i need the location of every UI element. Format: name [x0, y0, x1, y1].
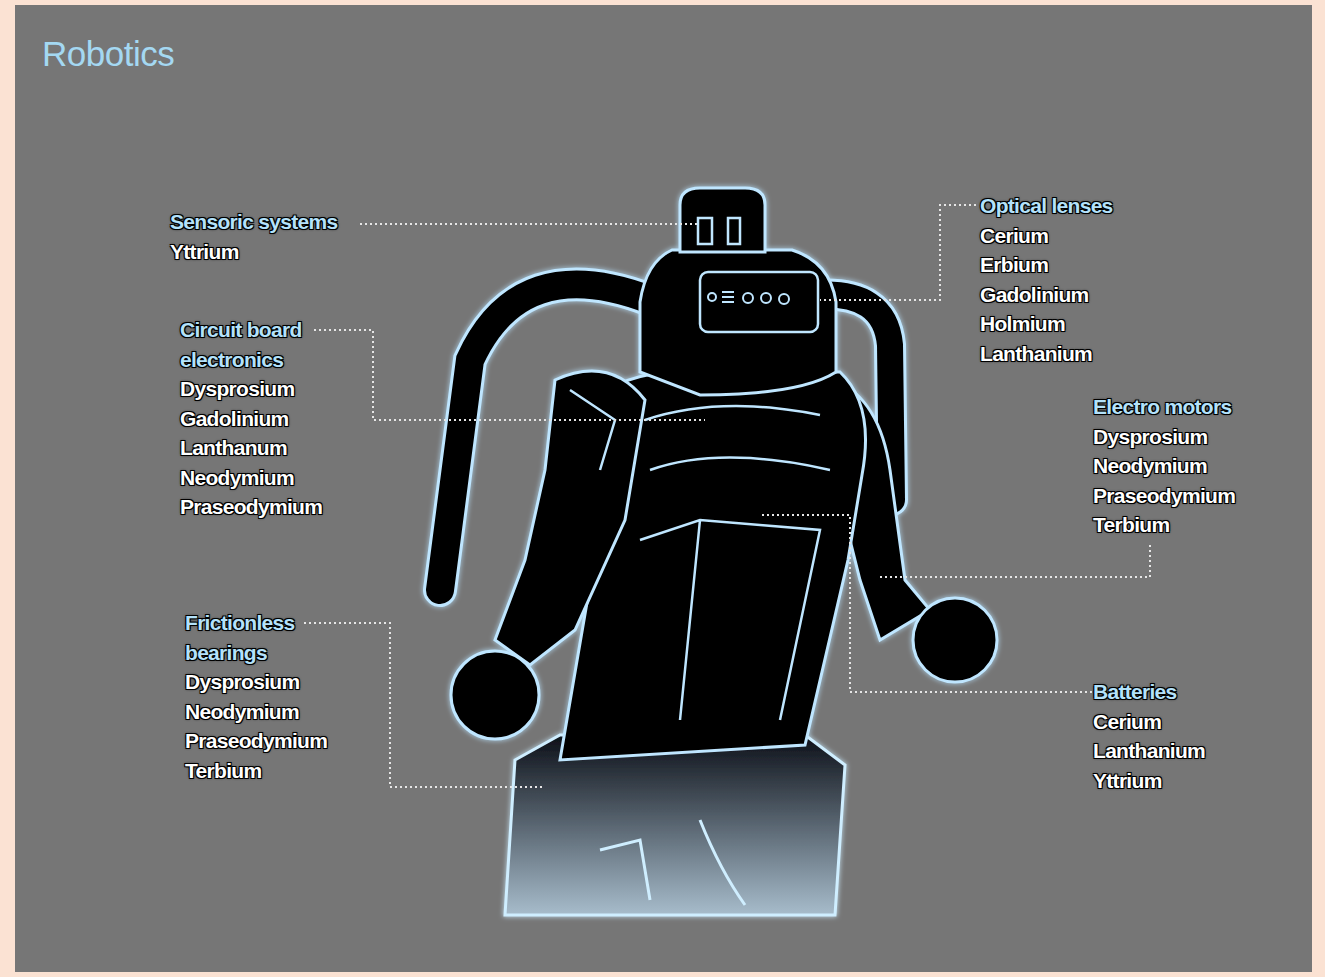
leader-line: [360, 223, 700, 225]
element-name: Gadolinium: [980, 280, 1180, 310]
element-name: Neodymium: [180, 463, 330, 493]
element-name: Dysprosium: [1093, 422, 1293, 452]
head-cap: [680, 188, 765, 252]
element-name: Neodymium: [185, 697, 335, 727]
element-name: Gadolinium: [180, 404, 330, 434]
part-heading: Batteries: [1093, 677, 1293, 707]
left-fist: [451, 651, 539, 739]
element-name: Lanthanum: [180, 433, 330, 463]
torso-detail: [640, 406, 830, 720]
robot-legs: [505, 735, 845, 915]
part-heading: Electro motors: [1093, 392, 1293, 422]
part-heading: Circuit board electronics: [180, 315, 330, 374]
leader-line: [820, 205, 976, 300]
arm-detail: [570, 390, 615, 470]
leader-line: [760, 515, 1092, 692]
cap-windows: [698, 218, 740, 244]
element-name: Neodymium: [1093, 451, 1293, 481]
callout-group: Electro motorsDysprosiumNeodymiumPraseod…: [1093, 392, 1293, 540]
element-name: Cerium: [980, 221, 1180, 251]
element-name: Yttrium: [170, 237, 390, 267]
element-name: Praseodymium: [180, 492, 330, 522]
element-name: Dysprosium: [185, 667, 335, 697]
element-name: Praseodymium: [185, 726, 335, 756]
element-name: Erbium: [980, 250, 1180, 280]
callout-group: Circuit board electronicsDysprosiumGadol…: [180, 315, 330, 522]
part-heading: Sensoric systems: [170, 207, 390, 237]
leg-detail: [600, 820, 745, 905]
element-name: Holmium: [980, 309, 1180, 339]
right-fist: [913, 598, 997, 682]
element-name: Praseodymium: [1093, 481, 1293, 511]
element-name: Cerium: [1093, 707, 1293, 737]
leader-line: [877, 545, 1150, 577]
element-name: Dysprosium: [180, 374, 330, 404]
diagram-title: Robotics: [42, 34, 174, 74]
element-name: Terbium: [1093, 510, 1293, 540]
panel-symbols: [708, 292, 789, 304]
leader-line: [304, 623, 545, 787]
robot-head: [640, 250, 836, 395]
part-heading: Optical lenses: [980, 191, 1180, 221]
left-arm: [495, 371, 645, 665]
face-panel: [700, 272, 818, 332]
callout-group: BatteriesCeriumLanthaniumYttrium: [1093, 677, 1293, 795]
element-name: Lanthanium: [1093, 736, 1293, 766]
callout-group: Frictionless bearingsDysprosiumNeodymium…: [185, 608, 335, 785]
element-name: Terbium: [185, 756, 335, 786]
part-heading: Frictionless bearings: [185, 608, 335, 667]
callout-group: Sensoric systemsYttrium: [170, 207, 390, 266]
leader-line: [314, 330, 705, 420]
callout-group: Optical lensesCeriumErbiumGadoliniumHolm…: [980, 191, 1180, 368]
element-name: Yttrium: [1093, 766, 1293, 796]
element-name: Lanthanium: [980, 339, 1180, 369]
